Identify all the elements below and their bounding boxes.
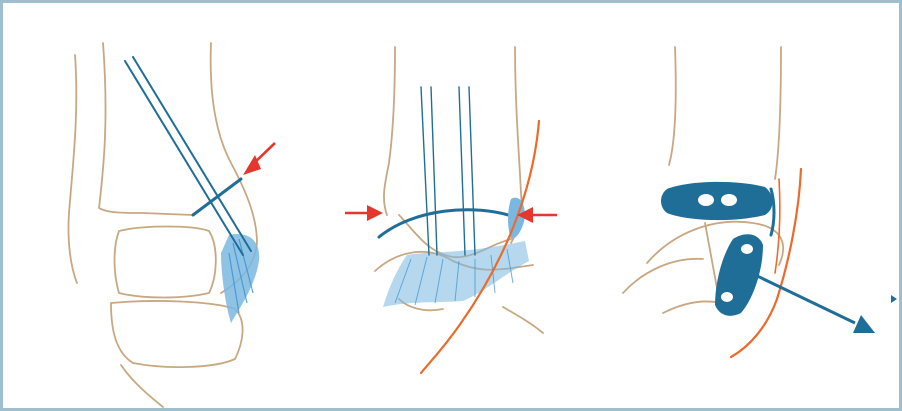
- pull-arrow-icon: [751, 273, 875, 333]
- edge-marker: [891, 295, 897, 303]
- plate-hole: [741, 244, 753, 254]
- panel-left-ankle: [3, 3, 303, 408]
- arrow-icon: [243, 143, 275, 175]
- talus-outline: [115, 227, 216, 298]
- tibia-outline: [99, 43, 193, 215]
- tunnel-line-3: [459, 87, 465, 255]
- fibula-outline: [68, 55, 77, 283]
- talus-outline: [647, 222, 783, 265]
- ankle-illustration-right: [603, 3, 902, 408]
- tunnel-line-1: [421, 87, 429, 255]
- foot-outline: [623, 259, 721, 313]
- nerve-branch: [775, 179, 780, 273]
- panel-right-ankle: [603, 3, 902, 408]
- plate-hole: [721, 194, 737, 206]
- arrow-icon-left: [345, 205, 383, 221]
- tibia-outline-right: [775, 47, 781, 179]
- tunnel-line-2: [431, 87, 437, 255]
- graft-arc: [379, 210, 515, 237]
- plate-hole: [698, 194, 714, 206]
- ankle-illustration-middle: [303, 3, 603, 408]
- ankle-illustration-left: [3, 3, 303, 408]
- plate-hole: [721, 292, 733, 302]
- heel-outline: [121, 365, 163, 407]
- graft-tunnel-upper: [125, 61, 243, 255]
- fixation-plate-upper: [661, 182, 773, 220]
- graft-tunnel-lower: [133, 57, 251, 251]
- pull-anchor-dot: [750, 268, 756, 274]
- ligament: [221, 234, 259, 323]
- tibia-outline-left: [669, 47, 676, 165]
- ligament: [771, 189, 774, 235]
- tibia-shaft-left: [384, 47, 395, 215]
- calcaneus-outline: [111, 301, 243, 367]
- panel-middle-ankle: [303, 3, 603, 408]
- tunnel-line-4: [469, 87, 475, 255]
- foot-outline: [399, 299, 543, 333]
